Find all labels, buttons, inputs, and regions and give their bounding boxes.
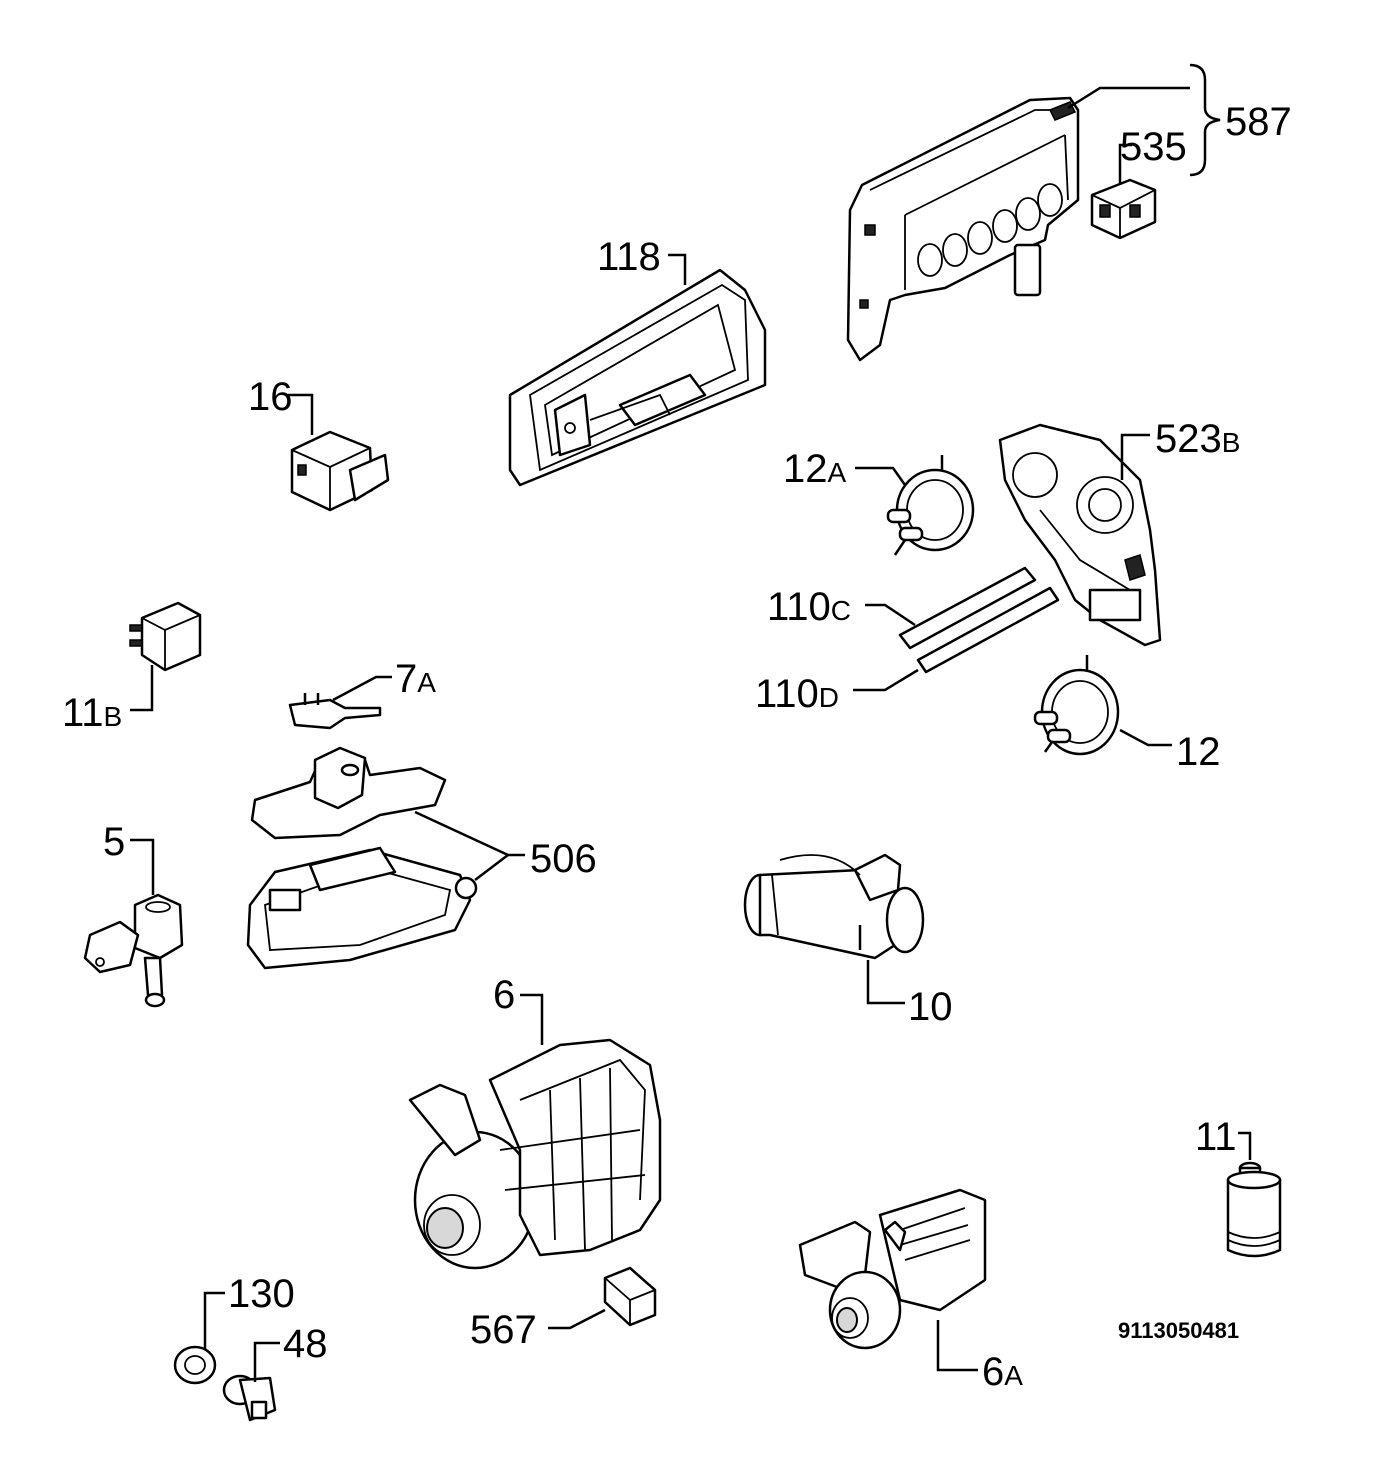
part-11b-relay[interactable] bbox=[129, 601, 202, 672]
part-6a-drain-pump[interactable] bbox=[798, 1188, 987, 1350]
part-48-plug[interactable] bbox=[222, 1374, 277, 1422]
callout-567: 567 bbox=[470, 1308, 537, 1352]
callout-110c: 110C bbox=[767, 585, 851, 629]
part-7a-sensor[interactable] bbox=[288, 693, 382, 730]
callout-12a: 12A bbox=[783, 447, 847, 491]
callout-48: 48 bbox=[283, 1322, 328, 1366]
part-110d-hose[interactable] bbox=[916, 586, 1060, 674]
callout-587: 587 bbox=[1225, 100, 1292, 144]
callout-506: 506 bbox=[530, 837, 597, 881]
part-535-connector[interactable] bbox=[1090, 178, 1157, 240]
drawing-code: 9113050481 bbox=[1118, 1318, 1239, 1343]
part-523b-dispenser[interactable] bbox=[998, 423, 1162, 647]
callout-5: 5 bbox=[103, 820, 125, 864]
part-16-switch[interactable] bbox=[290, 430, 390, 512]
part-130-washer[interactable] bbox=[173, 1345, 217, 1385]
callout-10: 10 bbox=[908, 985, 953, 1029]
leader-lines bbox=[130, 63, 1252, 1382]
part-110c-hose[interactable] bbox=[898, 566, 1037, 650]
callout-130: 130 bbox=[228, 1272, 295, 1316]
callout-11: 11 bbox=[1195, 1115, 1237, 1159]
callout-118: 118 bbox=[597, 235, 661, 279]
callout-535: 535 bbox=[1120, 125, 1187, 169]
part-5-valve[interactable] bbox=[83, 893, 184, 1008]
part-587-control-module[interactable] bbox=[846, 96, 1080, 362]
part-118-frame[interactable] bbox=[508, 268, 767, 487]
callout-12: 12 bbox=[1176, 730, 1221, 774]
callout-6a: 6A bbox=[982, 1350, 1023, 1394]
part-12-pressure-switch[interactable] bbox=[1033, 655, 1120, 756]
part-6-circulation-pump[interactable] bbox=[408, 1038, 662, 1270]
callout-labels: 587 535 118 16 12A 523B 110C 110D 12 11B… bbox=[62, 100, 1292, 1394]
part-506-sump[interactable] bbox=[246, 746, 478, 970]
callout-7a: 7A bbox=[395, 657, 436, 701]
callout-11b: 11B bbox=[62, 691, 122, 735]
callout-110d: 110D bbox=[755, 672, 839, 716]
callout-16: 16 bbox=[248, 375, 293, 419]
callout-6: 6 bbox=[493, 973, 515, 1017]
part-11-capacitor[interactable] bbox=[1226, 1161, 1282, 1258]
part-12a-pressure-switch[interactable] bbox=[886, 455, 975, 556]
part-567-clip[interactable] bbox=[603, 1266, 657, 1327]
callout-523b: 523B bbox=[1155, 417, 1240, 461]
part-10-heater[interactable] bbox=[743, 853, 925, 960]
